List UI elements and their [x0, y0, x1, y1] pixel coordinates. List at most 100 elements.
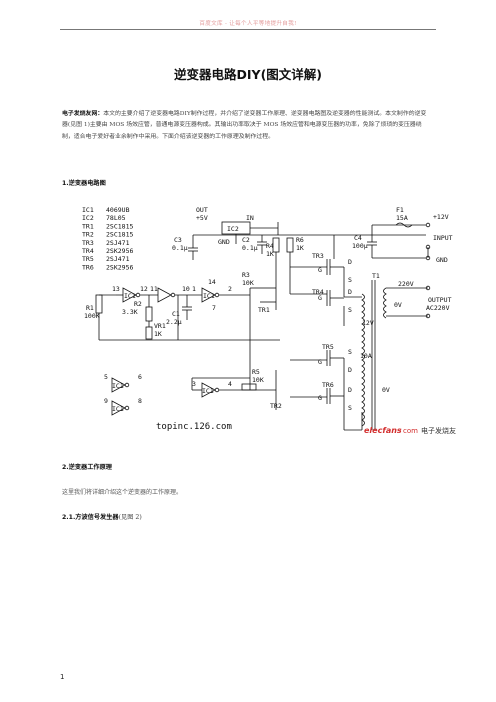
- section-heading-circuit: 1.逆变器电路图: [62, 180, 106, 187]
- label-d-tr4: D: [348, 288, 352, 296]
- parts-list-ref: TR5: [82, 255, 94, 263]
- label-s-tr3: S: [348, 276, 352, 284]
- document-title: 逆变器电路DIY(图文详解): [173, 67, 322, 82]
- label-t1: T1: [372, 272, 380, 280]
- label-f1v: 15A: [396, 214, 408, 222]
- label-v220: 220V: [398, 280, 414, 288]
- label-r3: R3: [242, 271, 250, 279]
- logo-com: com: [403, 427, 418, 435]
- site-url: topinc.126.com: [156, 422, 232, 432]
- label-f1: F1: [396, 206, 404, 214]
- parts-list-ref: TR6: [82, 263, 94, 271]
- parts-list-ref: TR3: [82, 239, 94, 247]
- label-gnd2: GND: [436, 256, 448, 264]
- label-c2v: 0.1μ: [242, 244, 258, 252]
- label-pin8: 8: [138, 397, 142, 405]
- label-a10: 10A: [360, 352, 372, 360]
- parts-list-ref: TR4: [82, 247, 94, 255]
- label-gnd: GND: [218, 238, 230, 246]
- label-ic1-f: IC1: [112, 405, 124, 413]
- label-ic1-a: IC1: [124, 292, 136, 300]
- header-watermark: 百度文库 - 让每个人平等地提升自我!: [199, 21, 297, 27]
- label-r2v: 3.3K: [122, 308, 138, 316]
- intro-paragraph: 电子发烧友网：本文的主要介绍了逆变器电路DIY制作过程，并介绍了逆变器工作原理、…: [62, 109, 432, 143]
- label-pin6: 6: [138, 373, 142, 381]
- parts-list-part: 4069UB: [106, 206, 130, 214]
- label-c3: C3: [174, 236, 182, 244]
- label-s-tr5: S: [348, 348, 352, 356]
- label-pin1: 1: [192, 285, 196, 293]
- square-wave-figure-ref: (见图 2): [118, 514, 142, 521]
- label-d-tr6: D: [348, 386, 352, 394]
- label-c4v: 100μ: [352, 242, 368, 250]
- label-tr3: TR3: [312, 252, 324, 260]
- label-g-tr5: G: [318, 358, 322, 366]
- label-pin3: 3: [192, 380, 196, 388]
- label-r4: R4: [266, 242, 274, 250]
- label-pin14: 14: [208, 278, 216, 286]
- logo-cn: 电子发烧友: [421, 426, 456, 435]
- label-r6: R6: [296, 236, 304, 244]
- parts-list-part: 2SC1815: [106, 231, 133, 239]
- label-g-tr3: G: [318, 266, 322, 274]
- principle-paragraph: 这里我们将详细介绍这个逆变器的工作原理。: [62, 489, 183, 496]
- label-d-tr3: D: [348, 258, 352, 266]
- label-c4: C4: [354, 234, 362, 242]
- label-pin10: 10: [182, 285, 190, 293]
- parts-list-part: 2SC1815: [106, 222, 133, 230]
- intro-body: 本文的主要介绍了逆变器电路DIY制作过程，并介绍了逆变器工作原理、逆变器电路图及…: [62, 111, 427, 140]
- label-plus5v: +5V: [196, 214, 208, 222]
- parts-list-part: 78L05: [106, 214, 126, 222]
- label-c2: C2: [242, 236, 250, 244]
- square-wave-title: 2.1.方波信号发生器: [62, 514, 119, 521]
- elecfans-logo: elecfans · com 电子发烧友: [364, 426, 456, 435]
- label-ac220v: AC220V: [426, 304, 450, 312]
- label-c1: C1: [172, 310, 180, 318]
- label-pin2: 2: [228, 285, 232, 293]
- label-r4v: 1K: [266, 250, 274, 258]
- header-rule: [60, 29, 436, 30]
- label-v12: 12V: [362, 319, 374, 327]
- label-pin11: 11: [150, 285, 158, 293]
- label-s-tr6: S: [348, 404, 352, 412]
- label-c3v: 0.1μ: [172, 244, 188, 252]
- label-pin9: 9: [104, 397, 108, 405]
- label-tr2: TR2: [270, 402, 282, 410]
- label-plus12v: +12V: [433, 213, 449, 221]
- label-v0: 0V: [394, 301, 402, 309]
- label-ic1-e: IC1: [112, 382, 124, 390]
- inverter-schematic: IC14069UBIC278L05TR12SC1815TR22SC1815TR3…: [82, 206, 456, 435]
- parts-list-ref: TR2: [82, 231, 94, 239]
- label-ic2: IC2: [227, 225, 239, 233]
- label-tr6: TR6: [322, 381, 334, 389]
- parts-list-part: 2SK2956: [106, 263, 133, 271]
- parts-list-ref: IC2: [82, 214, 94, 222]
- label-tr5: TR5: [322, 343, 334, 351]
- label-in: IN: [246, 214, 254, 222]
- label-ic1-d: IC1: [202, 387, 214, 395]
- logo-main: elecfans: [364, 426, 402, 435]
- label-s-tr4: S: [348, 306, 352, 314]
- label-out: OUT: [196, 206, 208, 214]
- parts-list-ref: TR1: [82, 222, 94, 230]
- label-tr1: TR1: [258, 306, 270, 314]
- parts-list-part: 2SK2956: [106, 247, 133, 255]
- label-pin7: 7: [212, 304, 216, 312]
- label-pin13: 13: [112, 285, 120, 293]
- label-d-tr5: D: [348, 366, 352, 374]
- label-r2: R2: [134, 300, 142, 308]
- parts-list-ref: IC1: [82, 206, 94, 214]
- label-g-tr6: G: [318, 394, 322, 402]
- label-r5v: 10K: [252, 376, 264, 384]
- label-vr1: VR1: [154, 322, 166, 330]
- intro-lead: 电子发烧友网：: [62, 111, 104, 117]
- section-heading-square-wave: 2.1.方波信号发生器(见图 2): [62, 512, 142, 521]
- logo-dot: ·: [399, 426, 402, 435]
- page-number: 1: [60, 673, 65, 681]
- label-pin4: 4: [228, 380, 232, 388]
- label-tr4: TR4: [312, 288, 324, 296]
- label-r1v: 100K: [84, 312, 100, 320]
- label-vr1v: 1K: [154, 330, 162, 338]
- label-r5: R5: [252, 368, 260, 376]
